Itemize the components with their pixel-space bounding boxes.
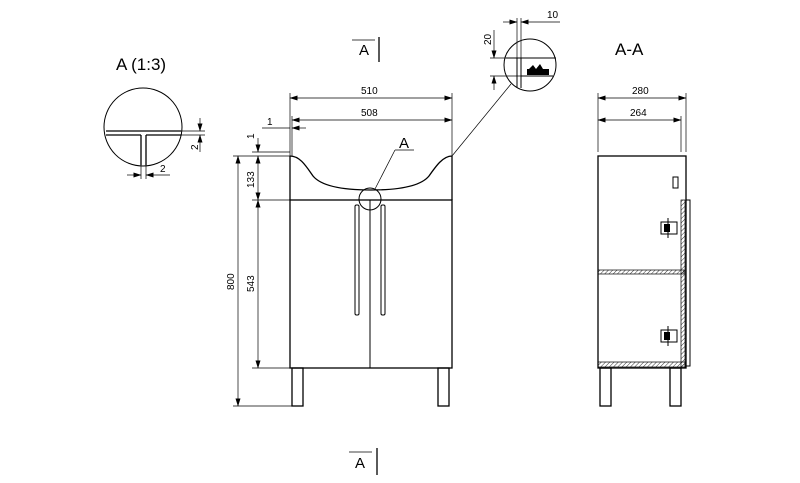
detail-title: A (1:3) [116,55,166,74]
callout-label: A [399,135,409,152]
section-dim-depth-total: 280 [632,86,649,97]
section-mark-bottom-label: A [355,455,365,472]
inset-dim-side: 20 [483,33,494,45]
dim-top-gap: 1 [246,133,257,139]
dim-offset: 1 [267,117,273,128]
section-mark-top: A [352,37,380,62]
detail-a-view: A (1:3) 2 2 [103,55,205,179]
detail-dim-horizontal: 2 [160,164,166,175]
detail-dim-vertical: 2 [190,144,201,150]
front-view: A 510 508 1 1 133 543 800 [226,83,512,407]
hinge-upper-icon [660,218,678,238]
section-mark-top-label: A [359,42,369,59]
dim-basin-height: 133 [246,171,257,188]
dim-body-height: 543 [246,275,257,292]
dim-total-height: 800 [226,273,237,290]
detail-circle [103,87,183,167]
section-view: A-A 280 264 [597,40,691,407]
inset-dim-top: 10 [547,10,559,21]
callout-circle [358,187,382,211]
section-mark-bottom: A [349,448,378,475]
inset-detail: 10 20 [483,10,560,92]
section-title: A-A [615,40,644,59]
dim-inner-width: 508 [361,108,378,119]
hinge-lower-icon [660,326,678,346]
section-dim-depth-inner: 264 [630,108,647,119]
dim-total-width: 510 [361,86,378,97]
